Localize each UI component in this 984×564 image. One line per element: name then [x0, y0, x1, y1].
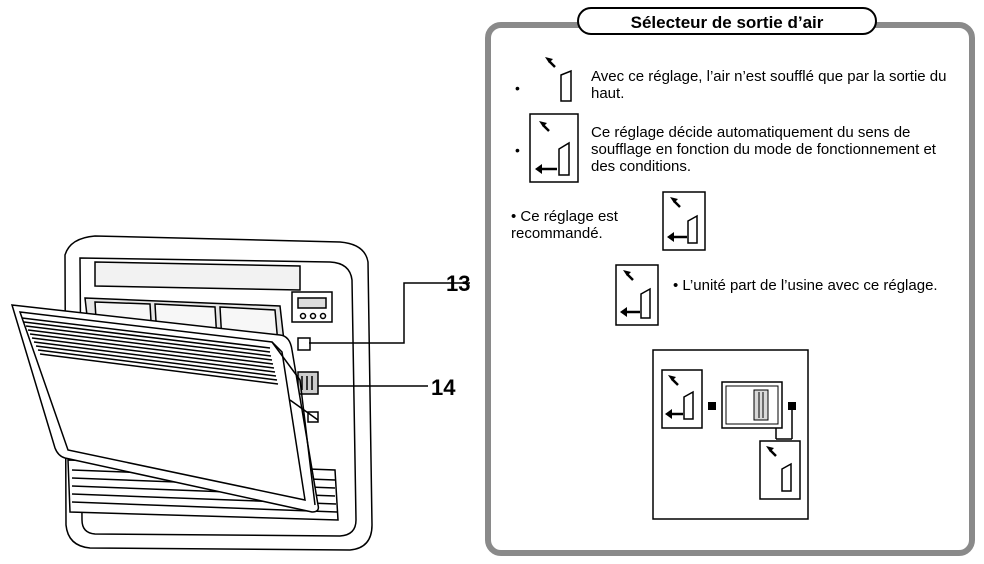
top-outlet-setting-icon: [545, 57, 572, 102]
item2-text: Ce réglage décide automatiquement du sen…: [591, 124, 936, 175]
air-conditioner-illustration: [10, 235, 470, 551]
arrow-up-icon: [545, 57, 556, 68]
item4-text: • L’unité part de l’usine avec ce réglag…: [673, 277, 938, 294]
arrow-left-icon: [535, 164, 557, 174]
item3-text: • Ce réglage est recommandé.: [511, 208, 618, 242]
bullet-1: •: [515, 80, 520, 96]
selector-switch-diagram: [652, 349, 809, 520]
selector-switch-icon: [721, 381, 783, 429]
callout-13: 13: [446, 271, 471, 296]
factory-setting-icon: [615, 264, 659, 326]
item1-text: Avec ce réglage, l’air n’est soufflé que…: [591, 68, 947, 102]
arrow-up-icon: [539, 121, 550, 132]
panel-title: Sélecteur de sortie d’air: [577, 7, 877, 35]
auto-outlet-setting-icon: [529, 113, 579, 183]
recommended-setting-icon: [662, 191, 706, 251]
bullet-2: •: [515, 142, 520, 158]
callout-14: 14: [431, 375, 456, 400]
